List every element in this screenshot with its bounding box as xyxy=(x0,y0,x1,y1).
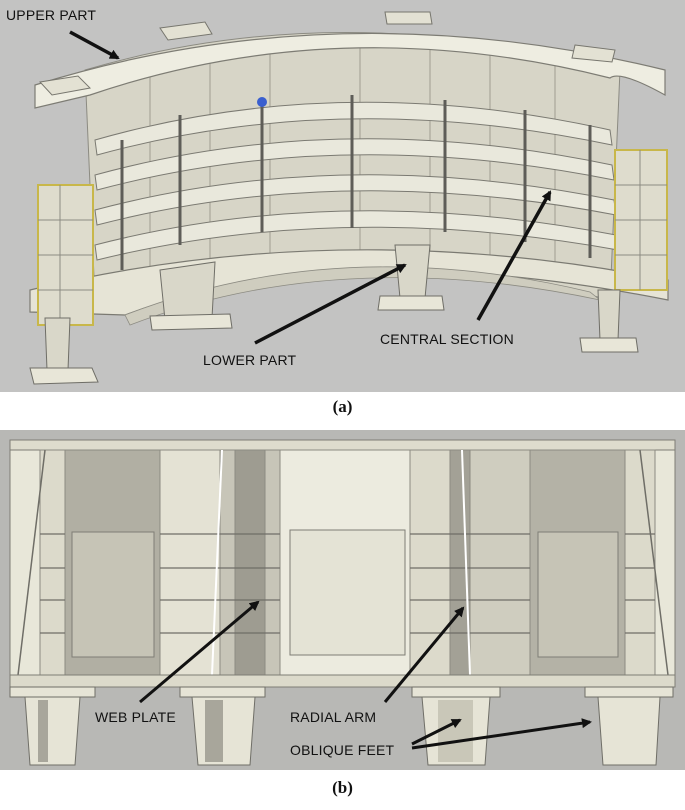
label-lower-part: LOWER PART xyxy=(203,352,297,368)
arrow-oblique-feet-2 xyxy=(411,718,592,750)
arrow-lower-part xyxy=(254,263,407,345)
inset-windows xyxy=(71,529,619,658)
central-shelves xyxy=(94,101,619,261)
upper-ring xyxy=(34,32,666,109)
label-radial-arm: RADIAL ARM xyxy=(290,709,376,725)
arrow-web-plate xyxy=(139,600,260,704)
feet-shading xyxy=(38,700,473,762)
arrow-upper-part xyxy=(69,30,120,60)
oblique-edges xyxy=(17,449,669,676)
legs xyxy=(44,244,621,371)
arrow-oblique-feet-1 xyxy=(411,718,462,746)
isometric-view-panel: UPPER PART CENTRAL SECTION LOWER PART xyxy=(0,0,685,392)
isometric-view-drawing: UPPER PART CENTRAL SECTION LOWER PART xyxy=(0,0,685,392)
top-plates xyxy=(38,11,616,96)
label-central-section: CENTRAL SECTION xyxy=(380,331,514,347)
caption-b: (b) xyxy=(332,778,353,797)
label-web-plate: WEB PLATE xyxy=(95,709,176,725)
bottom-band xyxy=(9,674,676,688)
radial-arm-lines xyxy=(211,449,471,676)
front-view-panel: WEB PLATE RADIAL ARM OBLIQUE FEET xyxy=(0,430,685,770)
vertical-rods xyxy=(120,95,592,270)
top-band xyxy=(9,439,676,451)
marker-dot xyxy=(257,97,267,107)
foot-plates xyxy=(29,295,639,385)
caption-a: (a) xyxy=(332,397,353,416)
left-side-stack xyxy=(37,184,94,326)
front-view-drawing: WEB PLATE RADIAL ARM OBLIQUE FEET xyxy=(0,430,685,770)
label-oblique-feet: OBLIQUE FEET xyxy=(290,742,395,758)
label-upper-part: UPPER PART xyxy=(6,7,96,23)
arrow-central-section xyxy=(476,190,552,321)
arrow-radial-arm xyxy=(383,606,465,703)
right-side-stack xyxy=(614,149,668,291)
